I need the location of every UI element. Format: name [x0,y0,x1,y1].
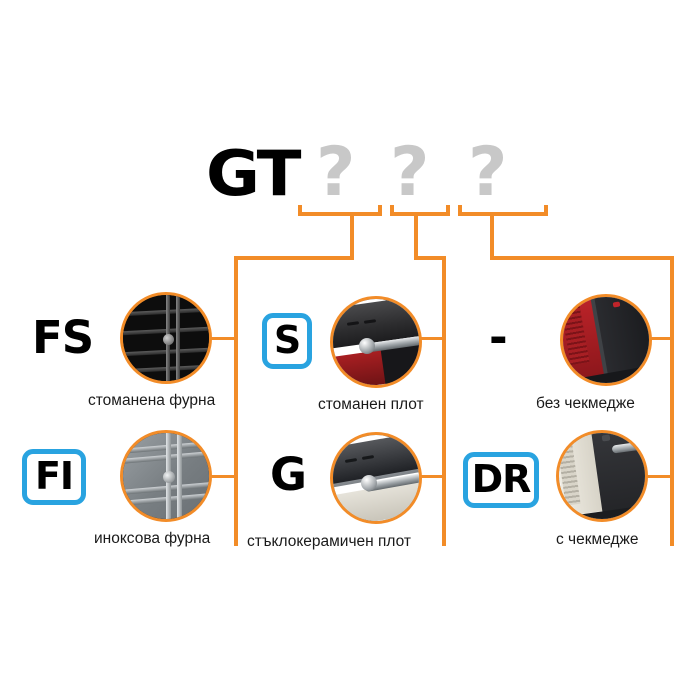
option-code-dr: DR [471,457,532,501]
option-code-fi-badge: FI [22,449,86,505]
connector-g1-left-tick [298,205,302,215]
caption-steel-hob: стоманен плот [318,396,424,413]
steel-oven-photo [120,292,212,384]
connector-g3-left-tick [458,205,462,215]
option-code-s: S [273,318,301,362]
connector-g3-top-bar [458,212,548,216]
connector-g2-branch-row2 [410,475,444,478]
connector-g3-drop [490,212,494,260]
connector-g2-to-right-bar [414,256,446,260]
no-drawer-photo [560,294,652,386]
placeholder-question-mark-1: ? [316,133,356,212]
caption-glass-ceramic-hob: стъклокерамичен плот [247,533,412,550]
connector-g2-drop [414,212,418,260]
connector-g2-top-bar [390,212,450,216]
caption-steel-oven: стоманена фурна [88,392,216,409]
inox-oven-photo [120,430,212,522]
connector-g3-branch-row1 [640,337,674,340]
connector-g3-to-right-bar [490,256,674,260]
option-code-s-badge: S [262,313,312,369]
caption-with-drawer: с чекмедже [556,531,639,548]
glass-ceramic-hob-photo [330,432,422,524]
option-code-no-drawer: - [489,311,508,364]
option-code-dr-badge: DR [463,452,539,508]
connector-g2-branch-row1 [410,337,444,340]
option-code-fi: FI [34,454,74,498]
option-code-fs: FS [32,311,94,364]
connector-g1-top-bar [298,212,382,216]
model-prefix-label: GT [206,137,302,210]
connector-g1-drop [350,212,354,260]
connector-g1-right-tick [378,205,382,215]
option-code-g: G [270,448,307,501]
connector-g2-right-tick [446,205,450,215]
connector-g1-spine [234,256,238,546]
connector-g3-right-tick [544,205,548,215]
connector-g3-spine [670,256,674,546]
connector-g1-branch-row2 [200,475,238,478]
connector-g1-to-left-bar [234,256,354,260]
caption-no-drawer: без чекмедже [536,395,635,412]
with-drawer-photo [556,430,648,522]
caption-inox-oven: иноксова фурна [94,530,211,547]
placeholder-question-mark-3: ? [468,133,508,212]
connector-g1-branch-row1 [200,337,238,340]
connector-g2-spine [442,256,446,546]
model-code-row: GT ? ? ? [206,136,536,218]
steel-hob-photo [330,296,422,388]
placeholder-question-mark-2: ? [390,133,430,212]
connector-g3-branch-row2 [640,475,674,478]
connector-g2-left-tick [390,205,394,215]
